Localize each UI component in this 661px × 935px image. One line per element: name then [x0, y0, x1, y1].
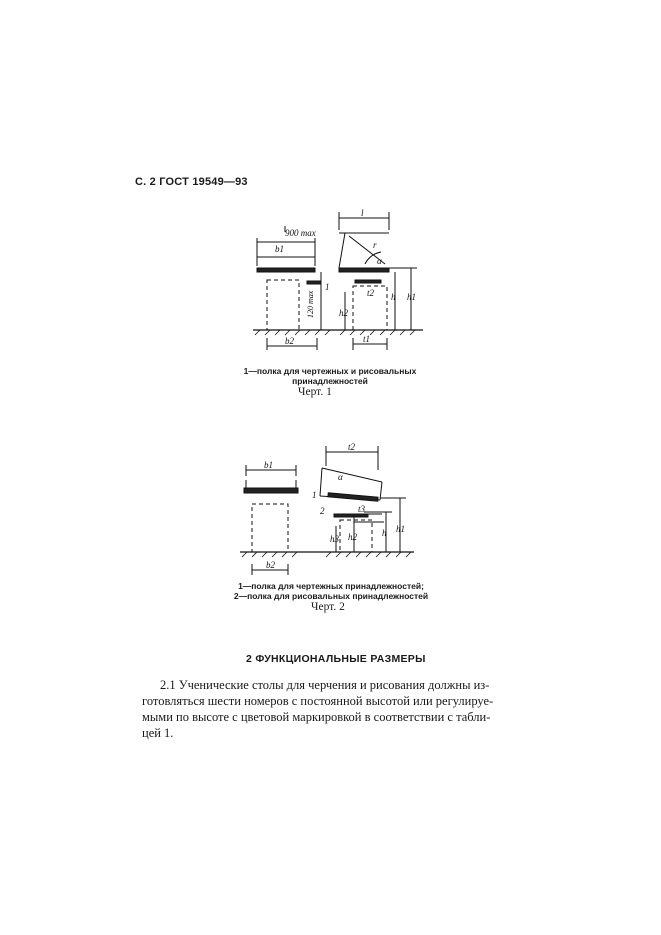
section-title: 2 ФУНКЦИОНАЛЬНЫЕ РАЗМЕРЫ [246, 653, 426, 665]
fig1-height-label: 120 max [306, 290, 315, 318]
section-paragraph: 2.1 Ученические столы для черчения и рис… [142, 677, 514, 741]
fig1-width-label: 900 max [285, 228, 316, 238]
fig1-r-label: r [373, 240, 377, 250]
fig1-l-label: l [361, 208, 364, 218]
fig2-callout-1: 1 [312, 490, 317, 500]
figure-2-legend: 1—полка для чертежных принадлежностей; 2… [206, 581, 456, 601]
fig2-h3-label: h3 [330, 534, 340, 544]
paragraph-line-3: мыми по высоте с цветовой маркировкой в … [142, 710, 491, 724]
fig2-b1-label: b1 [264, 460, 273, 470]
fig1-t2-label: t2 [367, 288, 375, 298]
fig2-callout-2: 2 [320, 506, 325, 516]
figure-2-drawing: b1 b2 t2 α 1 2 t3 h3 h2 h h1 [240, 442, 414, 575]
fig1-h1-label: h1 [407, 292, 416, 302]
fig2-h2-label: h2 [348, 532, 358, 542]
fig2-b2-label: b2 [266, 560, 276, 570]
figure-2-legend-line-1: 1—полка для чертежных принадлежностей; [238, 581, 424, 591]
fig1-alpha-label: α [377, 256, 382, 266]
figure-1-legend-line-2: принадлежностей [292, 376, 368, 386]
figure-1-legend: 1—полка для чертежных и рисовальных прин… [210, 366, 450, 386]
fig1-t1-label: t1 [363, 334, 370, 344]
paragraph-line-1: 2.1 Ученические столы для черчения и рис… [160, 678, 490, 692]
fig2-t3-label: t3 [358, 504, 366, 514]
fig2-t2-label: t2 [348, 442, 356, 452]
fig1-h2-label: h2 [339, 308, 349, 318]
fig2-h-label: h [382, 528, 387, 538]
paragraph-line-4: цей 1. [142, 726, 174, 740]
figure-2-caption: Черт. 2 [311, 601, 345, 613]
left-desk-top [256, 267, 316, 273]
fig1-callout-1: 1 [325, 282, 330, 292]
figure-1-caption: Черт. 1 [298, 386, 332, 398]
fig1-h-label: h [391, 292, 396, 302]
figure-2-legend-line-2: 2—полка для рисовальных принадлежностей [233, 591, 429, 601]
page-header: С. 2 ГОСТ 19549—93 [135, 176, 248, 188]
fig1-b2-label: b2 [285, 336, 295, 346]
figure-1-legend-line-1: 1—полка для чертежных и рисовальных [243, 366, 417, 376]
fig2-alpha-label: α [338, 472, 343, 482]
figure-1-drawing: b1 900 max b2 120 max 1 l r α t1 t2 h2 h… [253, 208, 423, 350]
fig2-h1-label: h1 [396, 524, 405, 534]
fig1-b1-label: b1 [275, 244, 284, 254]
paragraph-line-2: готовляться шести номеров с постоянной в… [142, 694, 494, 708]
